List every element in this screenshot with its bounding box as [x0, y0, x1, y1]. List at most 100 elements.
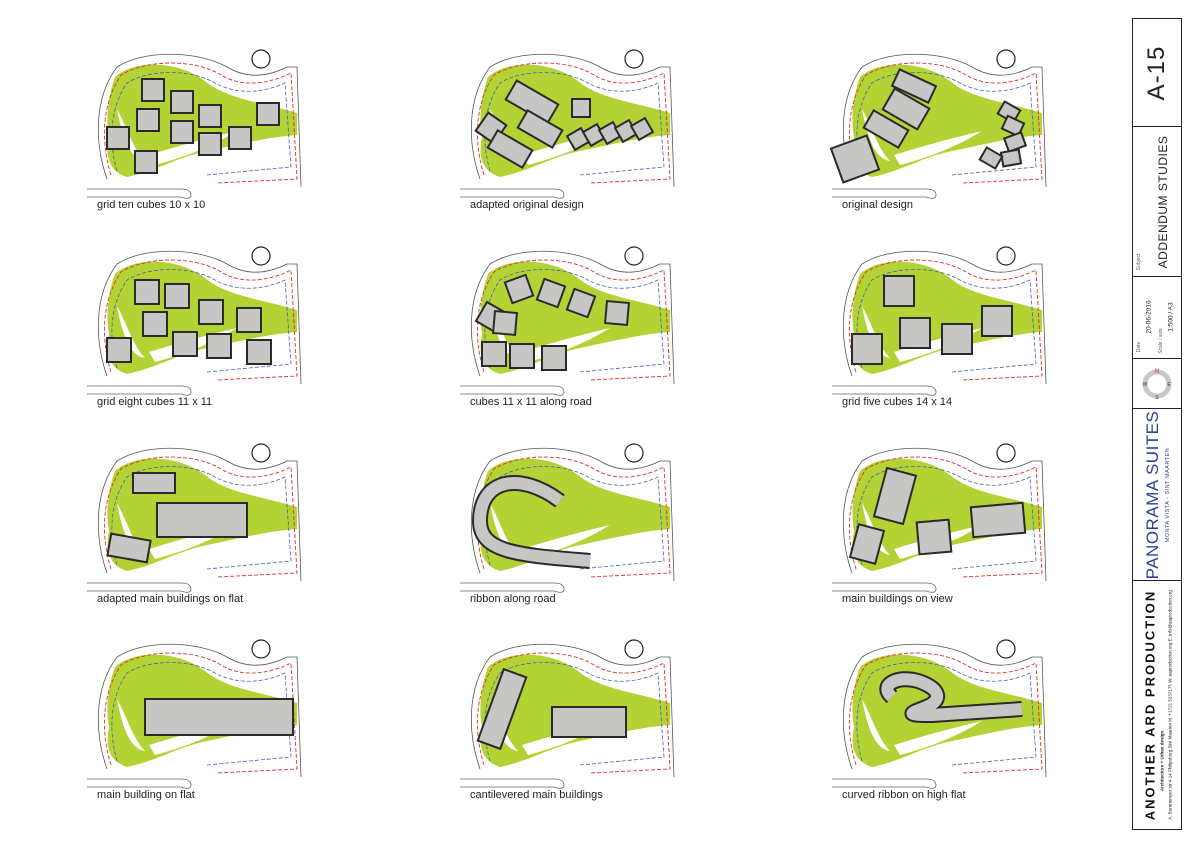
site-plan	[87, 246, 302, 396]
building	[503, 273, 535, 305]
building	[132, 472, 176, 494]
setback-line	[111, 72, 292, 176]
open-slope	[894, 721, 982, 755]
open-slope	[894, 131, 982, 165]
subject-box: Subject ADDENDUM STUDIES	[1133, 127, 1181, 277]
firm-box: ANOTHER ARD PRODUCTION Architecture + Ur…	[1133, 581, 1181, 829]
site-boundary-outline	[470, 53, 675, 188]
site-plan	[460, 49, 675, 199]
site-boundary-outline	[470, 447, 675, 582]
study-caption: grid ten cubes 10 x 10	[97, 199, 206, 211]
setback-line	[856, 72, 1037, 176]
site-plan	[832, 443, 1047, 593]
compass-n: N	[1155, 369, 1159, 375]
site-boundary-outline	[842, 53, 1047, 188]
building	[142, 311, 168, 337]
subject-label: Subject	[1136, 253, 1142, 271]
study-cell: adapted main buildings on flat	[87, 441, 347, 621]
site-boundary-outline	[842, 447, 1047, 582]
study-caption: grid eight cubes 11 x 11	[97, 396, 213, 408]
access-road	[832, 778, 937, 789]
plot-boundary-line	[104, 259, 298, 381]
building	[481, 341, 507, 367]
water-tank-icon	[624, 49, 644, 69]
building	[890, 68, 938, 104]
building	[486, 128, 534, 170]
water-tank-icon	[996, 443, 1016, 463]
plot-boundary-line	[849, 652, 1043, 774]
setback-line	[484, 269, 665, 373]
study-cell: grid five cubes 14 x 14	[832, 244, 1092, 424]
water-tank-icon	[624, 246, 644, 266]
compass-w: W	[1143, 382, 1148, 388]
date-label: Date	[1136, 341, 1142, 353]
site-boundary-outline	[470, 250, 675, 385]
study-cell: grid eight cubes 11 x 11	[87, 244, 347, 424]
building	[198, 104, 222, 128]
project-location: MONTA VISTA - SINT MAARTEN	[1165, 447, 1171, 542]
plot-boundary-line	[104, 62, 298, 184]
building	[848, 522, 886, 566]
building	[883, 275, 915, 307]
building	[899, 317, 931, 349]
study-caption: original design	[842, 199, 913, 211]
plot-boundary-line	[477, 62, 671, 184]
study-cell: ribbon along road	[460, 441, 720, 621]
building	[915, 518, 953, 556]
compass-box: N E S W	[1133, 359, 1181, 409]
water-tank-icon	[624, 639, 644, 659]
setback-line	[856, 662, 1037, 766]
building	[829, 134, 881, 184]
plot-boundary-line	[849, 456, 1043, 578]
access-road	[832, 385, 937, 396]
water-tank-icon	[996, 49, 1016, 69]
plot-boundary-line	[104, 456, 298, 578]
building	[881, 87, 931, 131]
study-cell: grid ten cubes 10 x 10	[87, 47, 347, 227]
building	[999, 148, 1023, 168]
building	[198, 299, 224, 325]
water-tank-icon	[251, 49, 271, 69]
north-arrow-icon: N E S W	[1142, 369, 1172, 401]
water-tank-icon	[251, 443, 271, 463]
water-tank-icon	[624, 443, 644, 463]
site-boundary-outline	[842, 643, 1047, 778]
building	[164, 283, 190, 309]
building	[236, 307, 262, 333]
building	[509, 343, 535, 369]
open-slope	[862, 109, 890, 161]
building	[246, 339, 272, 365]
project-box: PANORAMA SUITES MONTA VISTA - SINT MAART…	[1133, 409, 1181, 581]
building	[1000, 114, 1026, 138]
study-caption: cubes 11 x 11 along road	[470, 396, 592, 408]
study-cell: main buildings on view	[832, 441, 1092, 621]
building	[603, 299, 631, 327]
access-road	[460, 385, 565, 396]
setback-line	[111, 662, 292, 766]
building	[172, 331, 198, 357]
site-plan	[832, 639, 1047, 789]
study-caption: adapted main buildings on flat	[97, 593, 244, 605]
study-caption: curved ribbon on high flat	[842, 789, 966, 801]
setback-line	[856, 466, 1037, 570]
study-caption: ribbon along road	[470, 593, 556, 605]
title-block: A-15 Subject ADDENDUM STUDIES Date 20-06…	[1132, 18, 1182, 830]
building	[228, 126, 252, 150]
firm-name: ANOTHER ARD PRODUCTION	[1142, 589, 1158, 821]
building	[134, 150, 158, 174]
building	[981, 305, 1013, 337]
building	[198, 132, 222, 156]
building	[541, 345, 567, 371]
plot-boundary-line	[104, 652, 298, 774]
water-tank-icon	[996, 639, 1016, 659]
ribbon-building	[879, 671, 1023, 723]
compass-e: E	[1167, 382, 1171, 388]
building	[491, 309, 519, 337]
open-slope	[117, 699, 145, 751]
building	[629, 116, 655, 142]
open-slope	[862, 699, 890, 751]
access-road	[87, 778, 192, 789]
access-road	[87, 385, 192, 396]
open-slope	[117, 109, 145, 161]
building	[134, 279, 160, 305]
